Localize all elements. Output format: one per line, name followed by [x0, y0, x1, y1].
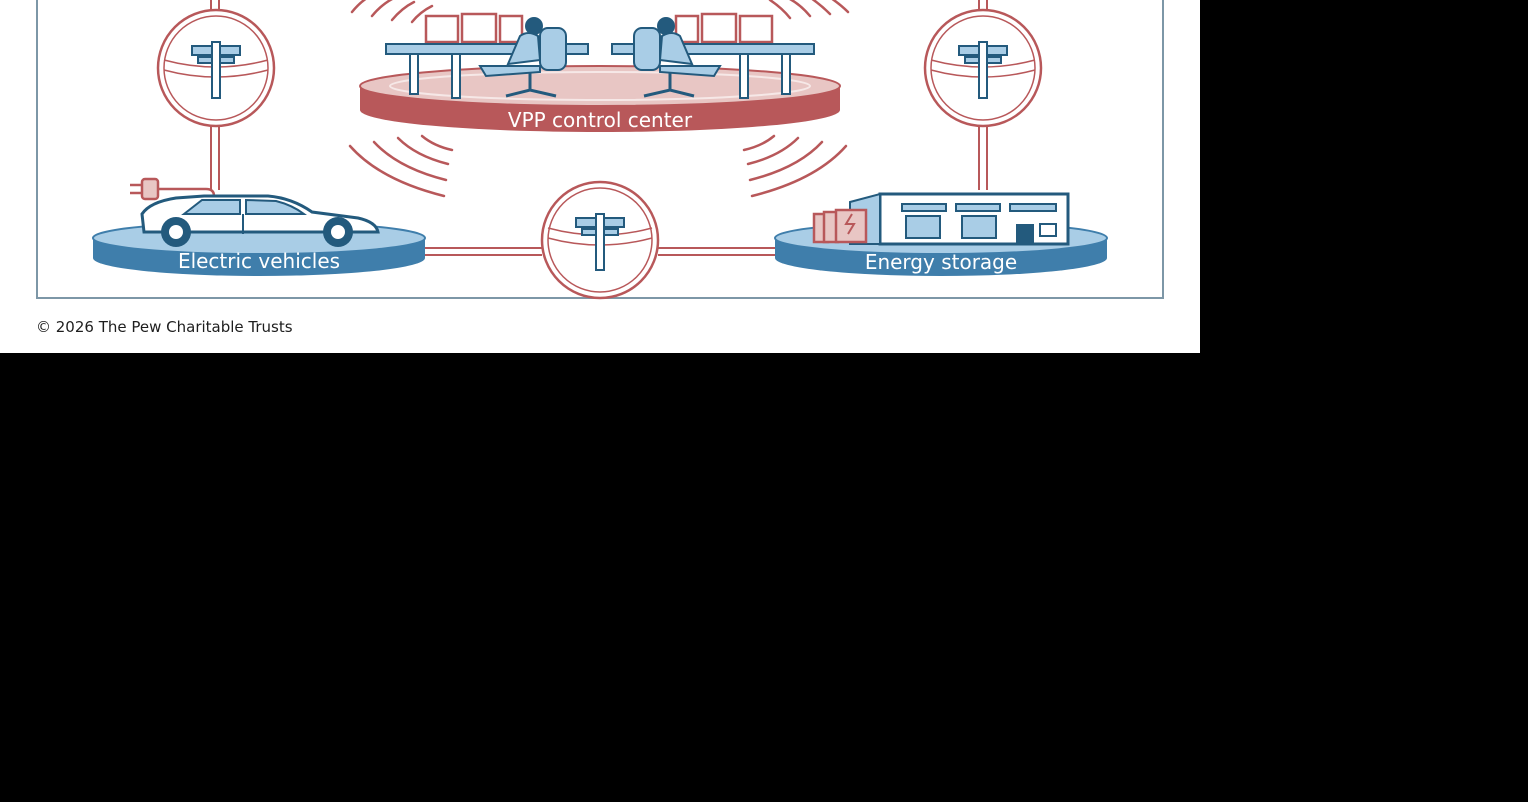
- battery-icon: [812, 208, 868, 244]
- monitor-icon: [424, 14, 460, 44]
- operator-icon: [633, 17, 722, 98]
- building-icon: [849, 192, 1070, 246]
- utility-pole-icon: [923, 8, 1043, 128]
- operator-desk-left: [385, 12, 589, 99]
- utility-pole-icon: [540, 180, 660, 300]
- monitor-icon: [674, 14, 700, 44]
- utility-pole-icon: [156, 8, 276, 128]
- operator-icon: [478, 17, 567, 98]
- monitor-icon: [460, 12, 498, 44]
- monitor-icon: [738, 14, 774, 44]
- control-center-platform: [359, 65, 841, 132]
- copyright-credit: © 2026 The Pew Charitable Trusts: [36, 318, 293, 336]
- operator-desk-right: [611, 12, 815, 99]
- vpp-diagram: VPP control center Electric vehicles: [36, 0, 1164, 300]
- monitor-icon: [700, 12, 738, 44]
- signal-waves-icon: [348, 0, 850, 198]
- control-center-label: VPP control center: [508, 108, 693, 132]
- monitor-icon: [498, 14, 524, 44]
- electric-vehicles-label: Electric vehicles: [178, 249, 340, 273]
- car-icon: [140, 194, 380, 247]
- diagram-panel: VPP control center Electric vehicles: [0, 0, 1200, 353]
- energy-storage-label: Energy storage: [865, 250, 1017, 274]
